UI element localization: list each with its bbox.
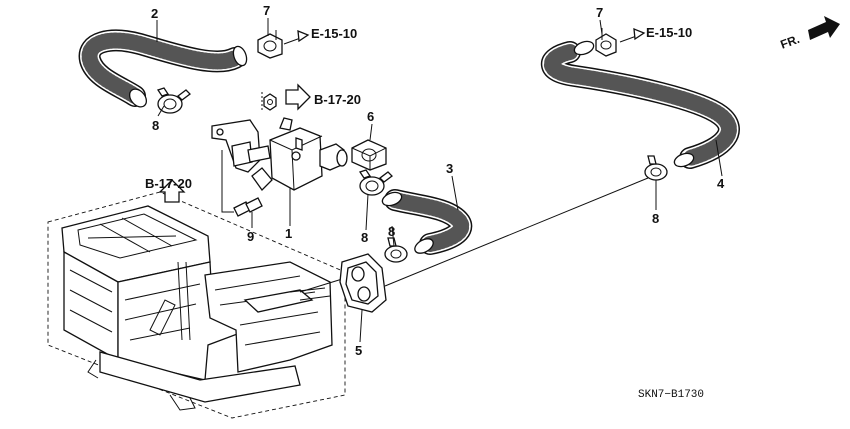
guide-line-grommet-to-hose4 xyxy=(384,177,649,287)
clamp-7-right xyxy=(595,28,617,57)
diagram-code: SKN7−B1730 xyxy=(638,389,704,401)
part-label-7-left: 7 xyxy=(263,3,270,18)
leader-lines xyxy=(156,18,723,343)
bolt-9 xyxy=(221,150,263,217)
part-label-6: 6 xyxy=(367,109,374,124)
part-label-1: 1 xyxy=(285,226,292,241)
nut xyxy=(261,92,277,111)
front-arrow-icon xyxy=(808,16,840,40)
arrow-e-ref-left xyxy=(297,29,310,43)
hose-clamp-8-lower xyxy=(384,237,408,263)
hose-clamp-6 xyxy=(351,139,387,171)
part-label-8-right: 8 xyxy=(652,211,659,226)
arrow-e-ref-right xyxy=(633,27,646,41)
hose-2 xyxy=(78,29,248,108)
part-label-4: 4 xyxy=(717,176,725,191)
ref-label-e15-left: E-15-10 xyxy=(311,26,357,41)
hose-3 xyxy=(381,189,473,255)
part-label-7-right: 7 xyxy=(596,5,603,20)
ref-label-e15-right: E-15-10 xyxy=(646,25,692,40)
hose-4 xyxy=(541,40,740,169)
part-label-5: 5 xyxy=(355,343,362,358)
heater-unit xyxy=(47,191,346,419)
part-label-9: 9 xyxy=(247,229,254,244)
hose-clamp-8-left xyxy=(156,87,191,114)
ref-label-b17-upper: B-17-20 xyxy=(314,92,361,107)
part-label-8-left: 8 xyxy=(152,118,159,133)
clamp-7-left xyxy=(257,30,283,59)
part-label-3: 3 xyxy=(446,161,453,176)
water-valve-assembly xyxy=(211,117,348,192)
ref-label-b17-lower: B-17-20 xyxy=(145,176,192,191)
grommet-5 xyxy=(339,253,387,313)
part-label-2: 2 xyxy=(151,6,158,21)
arrow-b-ref-lower xyxy=(158,179,186,203)
front-label: FR. xyxy=(779,32,802,52)
hose-clamp-8-right xyxy=(644,155,668,181)
hose-clamp-8-center xyxy=(358,169,393,196)
part-label-8-center: 8 xyxy=(361,230,368,245)
part-label-8-upper-center: 8 xyxy=(388,224,395,239)
arrow-b-ref-upper xyxy=(285,83,311,111)
